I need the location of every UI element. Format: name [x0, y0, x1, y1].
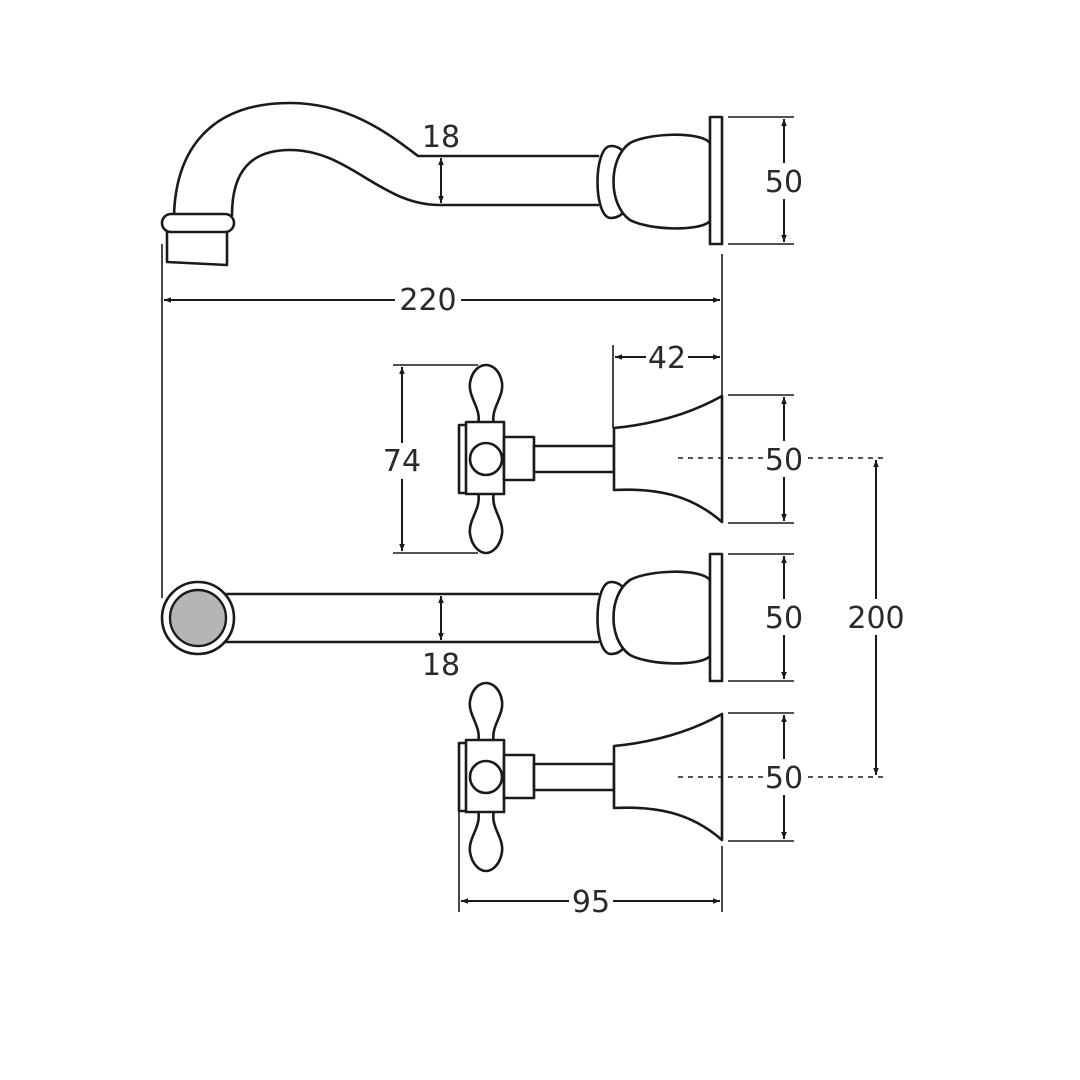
dim-tap-centres: 200: [846, 460, 906, 775]
dim-tap-body-depth: 42: [612, 340, 720, 428]
dim-label-42: 42: [648, 341, 686, 376]
dim-label-200: 200: [847, 601, 904, 636]
spout-side-view: [160, 101, 724, 267]
dim-spout-diameter-top: 18: [422, 120, 460, 203]
dim-label-50-bottom-tap: 50: [765, 761, 803, 796]
dim-bottom-tap-flange-height: 50: [678, 712, 888, 842]
top-tap-spindle: [532, 444, 616, 474]
spout-plan-ball: [612, 570, 712, 665]
spout-plan-outline: [198, 592, 600, 644]
top-tap-assembly: [457, 363, 724, 555]
top-tap-body-cone: [612, 394, 724, 524]
top-tap-stem-collar: [502, 435, 536, 482]
bottom-tap-spindle: [532, 762, 616, 792]
dim-label-220: 220: [399, 283, 456, 318]
dim-handle-height: 74: [382, 364, 478, 554]
dim-label-74: 74: [383, 444, 421, 479]
dim-label-18-plan: 18: [422, 648, 460, 683]
bottom-tap-body-cone: [612, 712, 724, 842]
dim-label-50-spout-plan: 50: [765, 601, 803, 636]
dim-tap-projection: 95: [458, 812, 723, 920]
dim-spout-plan-flange-height: 50: [728, 553, 804, 682]
spout-plan-wall-flange: [708, 552, 724, 683]
dim-label-50-top-tap: 50: [765, 443, 803, 478]
spout-ball: [612, 133, 712, 230]
top-tap-handle-lower-lever: [468, 490, 504, 555]
dim-label-95: 95: [572, 885, 610, 920]
bottom-tap-handle-knob: [468, 759, 504, 795]
spout-outline: [172, 101, 600, 217]
bottom-tap-assembly: [457, 681, 724, 873]
dim-overall-projection: 220: [161, 244, 723, 598]
spout-wall-flange: [708, 115, 724, 246]
dim-spout-flange-height: 50: [728, 116, 804, 245]
dim-spout-diameter-plan: 18: [422, 596, 460, 683]
spout-outlet-ring: [160, 212, 236, 234]
dim-top-tap-flange-height: 50: [678, 394, 888, 524]
spout-plan-view: [160, 552, 724, 683]
spout-plan-outlet: [168, 588, 228, 648]
bottom-tap-stem-collar: [502, 753, 536, 800]
spout-outlet-nozzle: [165, 230, 229, 267]
top-tap-handle-upper-lever: [468, 363, 504, 427]
dim-label-50-spout: 50: [765, 165, 803, 200]
bottom-tap-handle-upper-lever: [468, 681, 504, 745]
top-tap-handle-knob: [468, 441, 504, 477]
bottom-tap-handle-lower-lever: [468, 808, 504, 873]
dim-label-18-top: 18: [422, 120, 460, 155]
